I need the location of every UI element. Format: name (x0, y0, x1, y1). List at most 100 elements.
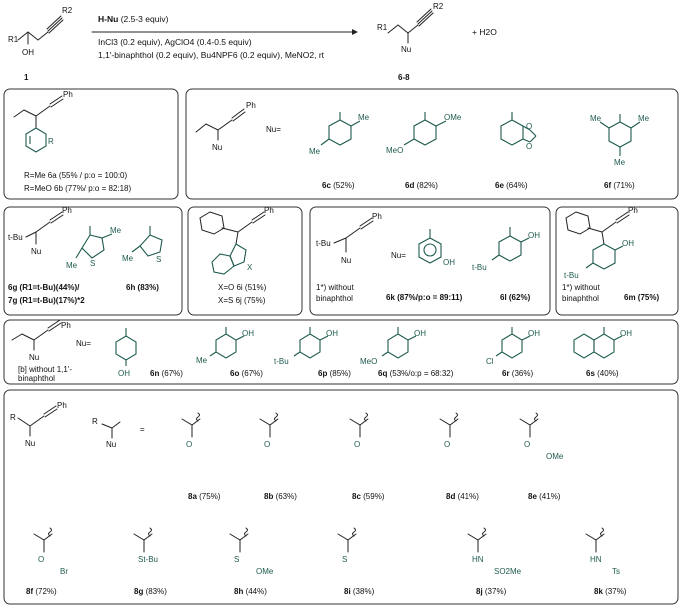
8e-sub-1: O (524, 440, 530, 449)
compound-6f: Me Me Me 6f (71%) (590, 114, 650, 190)
product-r2: R2 (433, 2, 444, 11)
6f-id: 6f (604, 181, 611, 190)
box7-ph: Ph (61, 321, 71, 330)
structure-6m: Ph OH t-Bu 1*) without binaphthol 6m (75… (562, 206, 659, 303)
6p-oh: OH (326, 329, 338, 338)
caption-8k: 8k (37%) (594, 587, 627, 596)
compound-6s: OH 6s (40%) (573, 327, 632, 378)
box-6c-6f (185, 88, 679, 200)
6n-yield: (67%) (162, 369, 184, 378)
8k-sub-2: Ts (612, 567, 620, 576)
6r-oh: OH (528, 329, 540, 338)
6p-yield: (85%) (330, 369, 352, 378)
caption-6k: 6k (87%/p:o = 89:11) (386, 293, 463, 302)
caption-6b: R=MeO 6b (77%/ p:o = 82:18) (24, 184, 132, 193)
svg-text:6f (71%): 6f (71%) (604, 181, 635, 190)
box8-nu2: Nu (106, 440, 116, 449)
caption-6g: 6g (R1=t-Bu)(44%)/ (8, 283, 80, 292)
6p-id: 6p (318, 369, 327, 378)
6k-oh: OH (443, 258, 455, 267)
6o-oh: OH (242, 329, 254, 338)
caption-6m: 6m (75%) (624, 293, 659, 302)
8h-id: 8h (234, 587, 243, 596)
6s-oh: OH (620, 329, 632, 338)
compound-6c: Me Me 6c (52%) (309, 112, 370, 190)
8c-sub-1: O (354, 440, 360, 449)
structure-6k-6l: t-Bu Ph Nu Nu= OH OH t-Bu 1*) without bi… (316, 212, 540, 303)
8a-yield: (75%) (197, 492, 221, 501)
caption-7g: 7g (R1=t-Bu)(17%)*2 (8, 296, 85, 305)
caption-6l: 6l (62%) (500, 293, 531, 302)
6q-id: 6q (378, 369, 387, 378)
caption-6j: X=S 6j (75%) (218, 296, 266, 305)
conditions-line-2: InCl3 (0.2 equiv), AgClO4 (0.4-0.5 equiv… (98, 37, 252, 47)
caption-6a: R=Me 6a (55% / p:o = 100:0) (24, 171, 128, 180)
6f-yield: (71%) (613, 181, 635, 190)
compound-8i: S8i (38%) (337, 527, 375, 596)
8g-sub-1: St-Bu (138, 555, 158, 564)
svg-text:6p (85%): 6p (85%) (318, 369, 351, 378)
6c-sub-1: Me (358, 113, 370, 122)
box5-note-2: binaphthol (316, 294, 353, 303)
8b-yield: (63%) (273, 492, 297, 501)
compound-6r: OH Cl 6r (36%) (486, 327, 540, 378)
r1-label: R1 (8, 35, 19, 44)
conditions-line-3: 1,1'-binaphthol (0.2 equiv), Bu4NPF6 (0.… (98, 50, 325, 60)
8j-sub-2: SO2Me (494, 567, 522, 576)
compound-8a: O8a (75%) (181, 412, 221, 501)
box7-note-1: [b] without 1,1'- (18, 365, 72, 374)
box5-nu: Nu (341, 256, 351, 265)
compound-6n: OH 6n (67%) (115, 328, 184, 378)
8d-sub-1: O (444, 440, 450, 449)
compound-6e: O O 6e (64%) (495, 112, 537, 190)
compound-8d: O8d (41%) (439, 412, 479, 501)
box7-nu: Nu (29, 353, 39, 362)
8c-id: 8c (352, 492, 361, 501)
6g-me-1: Me (110, 226, 122, 235)
compound-1-label: 1 (24, 73, 29, 82)
8i-yield: (38%) (351, 587, 375, 596)
6n-id: 6n (150, 369, 159, 378)
structure-6a-6b: Ph R R=Me 6a (55% / p:o = 100:0) R=MeO 6… (13, 90, 132, 193)
box6-ph: Ph (628, 206, 638, 215)
6c-yield: (52%) (333, 181, 355, 190)
compound-6d: OMe MeO 6d (82%) (386, 112, 462, 190)
6p-tbu: t-Bu (274, 357, 289, 366)
caption-6i: X=O 6i (51%) (218, 283, 267, 292)
compound-6-8-label: 6-8 (398, 73, 410, 82)
product-r1: R1 (377, 23, 388, 32)
8k-sub-1: HN (590, 555, 602, 564)
box-6k-6l (309, 206, 551, 316)
box8-r2: R (92, 417, 98, 426)
box5-nu-eq: Nu= (391, 251, 406, 260)
box3-tbu: t-Bu (8, 233, 23, 242)
box2-ph: Ph (246, 101, 256, 110)
svg-text:6r (36%): 6r (36%) (502, 369, 533, 378)
caption-8b: 8b (63%) (264, 492, 297, 501)
box-6i-6j (187, 206, 303, 316)
box1-r: R (48, 137, 54, 146)
6m-tbu: t-Bu (564, 271, 579, 280)
svg-text:6s (40%): 6s (40%) (586, 369, 619, 378)
8a-id: 8a (188, 492, 197, 501)
6r-yield: (36%) (512, 369, 534, 378)
6s-id: 6s (586, 369, 595, 378)
svg-text:6e (64%): 6e (64%) (495, 181, 528, 190)
6c-id: 6c (322, 181, 331, 190)
structure-6i-6j: Ph X X=O 6i (51%) X=S 6j (75%) (199, 206, 274, 305)
6e-o-2: O (526, 142, 532, 151)
6r-id: 6r (502, 369, 510, 378)
box8-r: R (10, 413, 16, 422)
6h-s: S (156, 255, 161, 264)
svg-text:6o (67%): 6o (67%) (230, 369, 263, 378)
6l-oh: OH (528, 231, 540, 240)
compound-6o: OH Me 6o (67%) (196, 327, 263, 378)
compound-8b: O 8b (63%) (259, 412, 297, 501)
8b-sub-1: O (264, 440, 270, 449)
